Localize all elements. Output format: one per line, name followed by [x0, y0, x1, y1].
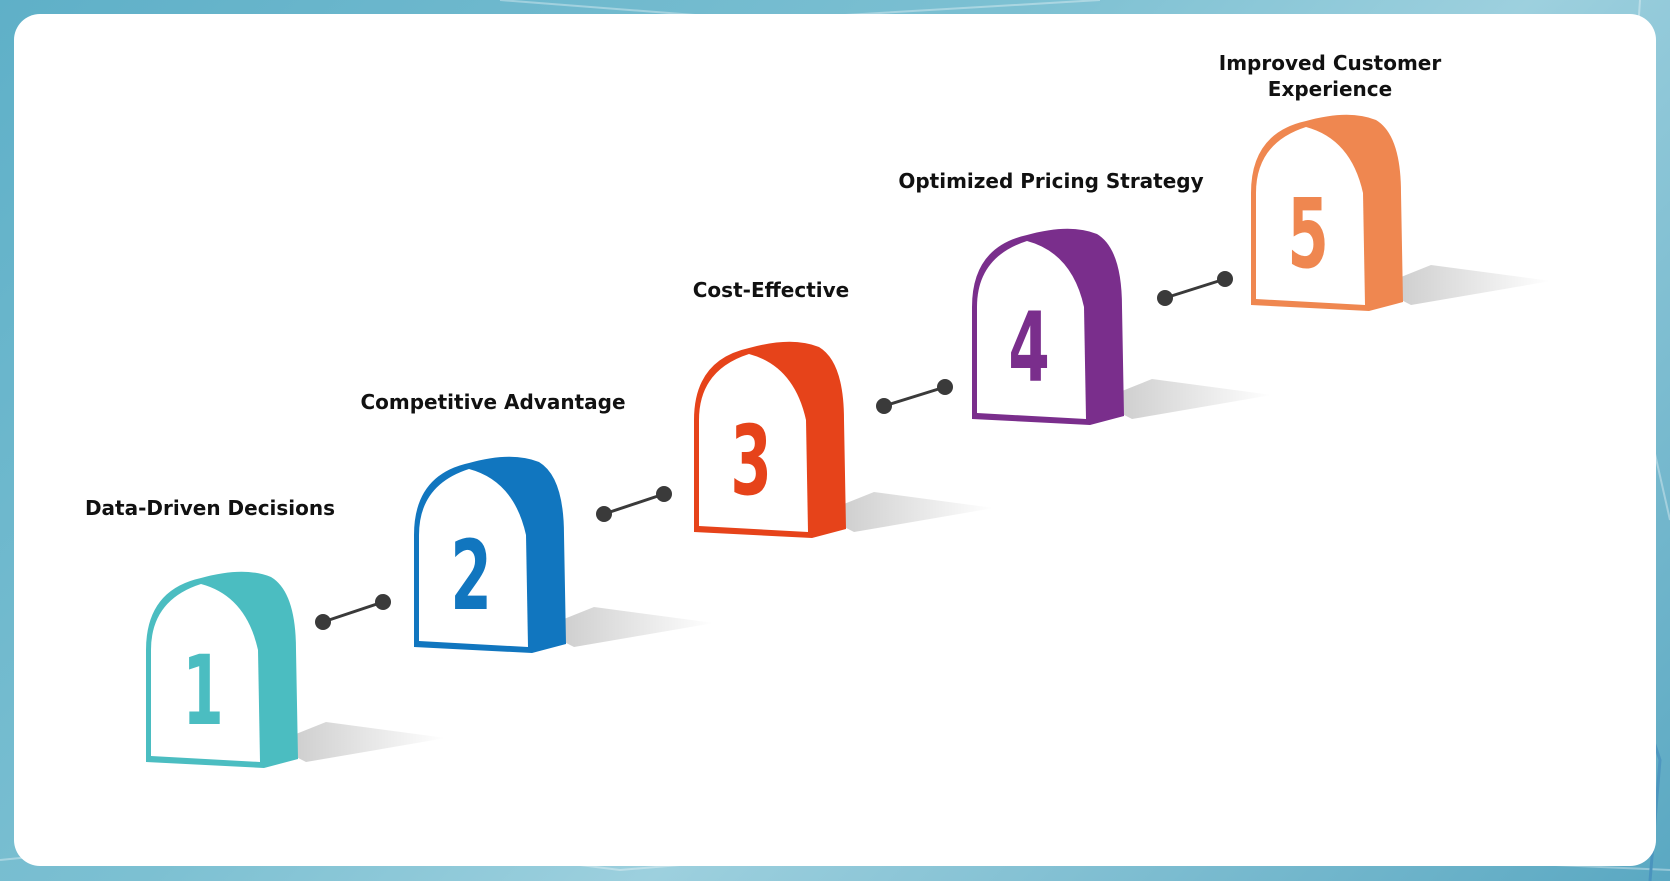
- step-2-shadow: [539, 607, 714, 647]
- step-2-number: 2: [450, 520, 491, 632]
- step-3-number: 3: [730, 405, 771, 517]
- step-4-label: Optimized Pricing Strategy: [898, 169, 1204, 193]
- step-4-shadow: [1097, 379, 1272, 419]
- step-1-shadow: [271, 722, 446, 762]
- step-2-marker: 2: [414, 456, 714, 653]
- step-5-marker: 5: [1251, 114, 1551, 311]
- connector-3-4: [876, 379, 953, 414]
- step-4-face: [977, 241, 1086, 419]
- step-5-label: Improved Customer Experience: [1218, 51, 1442, 101]
- step-3-shadow: [819, 492, 994, 532]
- connector-2-3: [596, 486, 672, 522]
- step-2-label: Competitive Advantage: [360, 390, 626, 414]
- step-5-face: [1256, 127, 1365, 305]
- step-5-number: 5: [1287, 178, 1328, 290]
- step-1-number: 1: [182, 635, 223, 747]
- step-1-marker: 1: [146, 571, 446, 768]
- step-1-face: [151, 584, 260, 762]
- steps-diagram: 1 2 3 4 5: [146, 114, 1551, 768]
- step-4-marker: 4: [972, 228, 1272, 425]
- step-5-shadow: [1376, 265, 1551, 305]
- step-4-number: 4: [1008, 292, 1049, 404]
- connector-1-2: [315, 594, 391, 630]
- step-1-label: Data-Driven Decisions: [84, 496, 336, 520]
- step-3-face: [699, 354, 808, 532]
- step-3-label: Cost-Effective: [692, 278, 850, 302]
- step-2-face: [419, 469, 528, 647]
- step-3-marker: 3: [694, 341, 994, 538]
- connector-4-5: [1157, 271, 1233, 306]
- diagram-card: 1 2 3 4 5: [14, 14, 1656, 866]
